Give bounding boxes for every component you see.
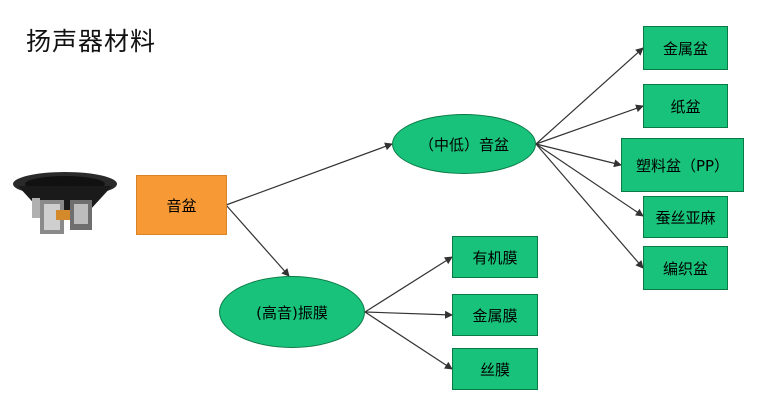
page-title: 扬声器材料: [26, 27, 157, 56]
node-plastic-cone: 塑料盆（PP）: [621, 138, 744, 192]
node-organic-film: 有机膜: [452, 236, 538, 278]
arrow-tweeter-to-metalfilm: [364, 310, 453, 319]
node-metal-film: 金属膜: [452, 294, 538, 336]
arrow-tweeter-to-organic: [364, 256, 453, 313]
node-tweeter-diaphragm: (高音)振膜: [219, 276, 365, 348]
arrow-midlow-to-metal: [535, 47, 644, 145]
arrow-root-to-tweeter: [225, 204, 290, 277]
node-silk-linen: 蚕丝亚麻: [643, 196, 728, 238]
arrow-midlow-to-silk: [535, 143, 644, 217]
arrow-midlow-to-plastic: [535, 143, 622, 168]
node-paper-cone: 纸盆: [643, 84, 728, 128]
node-metal-cone: 金属盆: [643, 26, 728, 70]
speaker-icon: [13, 172, 117, 234]
node-woven-cone: 编织盆: [643, 246, 728, 290]
node-silk-film: 丝膜: [452, 348, 538, 390]
arrow-midlow-to-paper: [535, 104, 644, 145]
node-root: 音盆: [136, 175, 227, 235]
node-mid-low-cone: （中低）音盆: [392, 114, 536, 174]
arrow-midlow-to-woven: [535, 143, 644, 269]
arrow-root-to-midlow: [225, 142, 393, 206]
arrow-tweeter-to-silkfilm: [364, 311, 453, 370]
